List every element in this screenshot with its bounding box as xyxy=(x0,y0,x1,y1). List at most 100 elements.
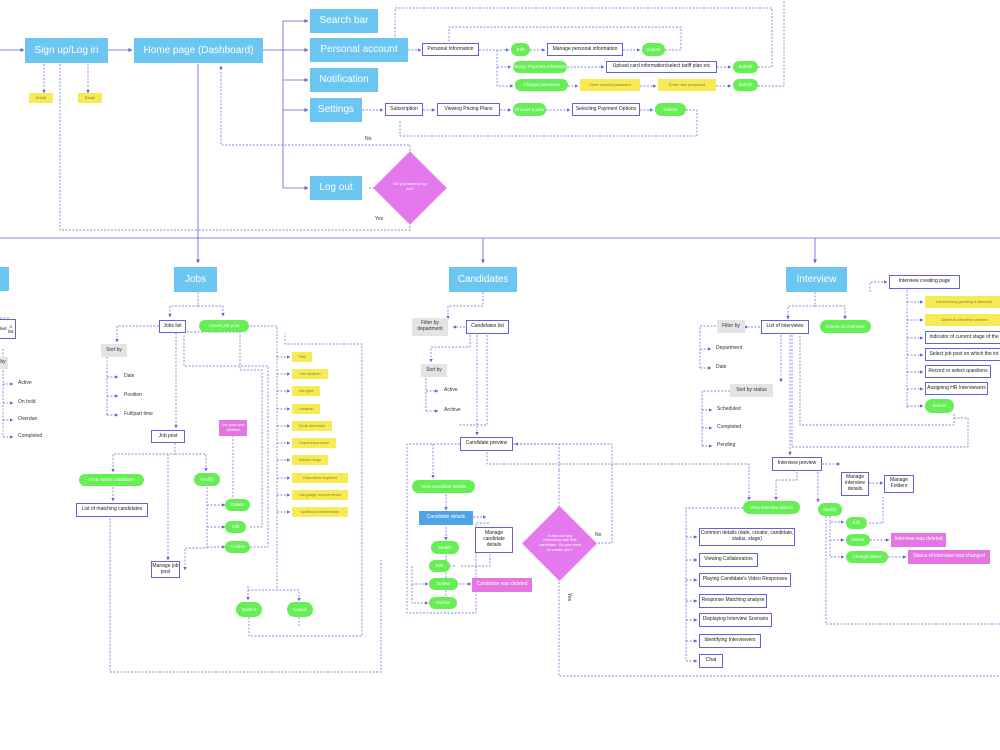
interview-assigning-node: Assigning HR Interviewers xyxy=(925,382,988,395)
jobs-archive-button: Archive xyxy=(225,541,250,553)
candidate-preview-node: Candidate preview xyxy=(460,437,513,451)
logout-node: Log out xyxy=(310,176,362,200)
candidates-header: Candidates xyxy=(449,267,517,292)
interview-edit-button: Edit xyxy=(846,517,867,529)
left-on-hold-label: On hold xyxy=(18,399,36,406)
left-overdue-label: Overdue xyxy=(18,416,38,423)
change-status-button: Change status xyxy=(846,551,888,563)
jobs-position-label: Position xyxy=(124,392,142,399)
candidates-yes-label: Yes xyxy=(565,593,572,602)
left-completed-label: Completed xyxy=(18,433,43,440)
candidates-active-label: Active xyxy=(444,387,458,394)
choose-plan-button: Choose a plan xyxy=(513,103,546,116)
candidates-list-node: Candidates list xyxy=(466,320,509,334)
logout-question-text: Do you want to log out? xyxy=(393,181,427,191)
candidates-modify-button: Modify xyxy=(431,541,459,554)
settings-node: Settings xyxy=(310,98,362,122)
interview-date-label: Date xyxy=(716,364,727,371)
job-field-0: Title xyxy=(292,352,312,362)
jobs-header: Jobs xyxy=(174,267,217,292)
candidates-archive-label: Archive xyxy=(444,407,461,414)
search-bar-node: Search bar xyxy=(310,9,378,33)
interview-department-label: Department xyxy=(716,345,743,352)
interview-delete-button: Delete xyxy=(846,534,870,546)
viewing-collaborators-node: Viewing Collaborators xyxy=(699,553,758,567)
home-dashboard-node: Home page (Dashboard) xyxy=(134,38,263,63)
email-node-2: Email xyxy=(78,93,102,103)
email-node-1: Email xyxy=(29,93,53,103)
subscription-node: Subscription xyxy=(385,103,423,116)
payment-options-node: Selecting Payment Options xyxy=(572,103,640,116)
interview-indicator-node: Indicator of current stage of the xyxy=(925,331,1000,344)
candidates-no-label: No xyxy=(595,532,602,539)
left-list-line2: o list xyxy=(8,323,14,334)
interview-scheduled-label: Scheduled xyxy=(717,406,741,413)
left-list-line1: alled xyxy=(0,326,7,332)
left-active-label: Active xyxy=(18,380,32,387)
manage-folders-node: Manage Folders xyxy=(884,475,914,493)
submit-button-2: Submit xyxy=(733,61,758,73)
identifying-interviewers-node: Identifying Interviewers xyxy=(699,634,761,648)
left-section-header xyxy=(0,267,9,291)
interview-modify-button: Modify xyxy=(818,503,842,516)
view-match-candidates-button: View match candidates xyxy=(79,474,144,486)
candidates-sort-by-node: Sort by xyxy=(421,364,447,377)
enter-new-password-node: Enter new password xyxy=(658,79,716,91)
job-field-6: Salary range xyxy=(292,455,328,465)
notification-node: Notification xyxy=(310,68,378,92)
view-candidate-details-button: View candidate details xyxy=(412,480,475,493)
candidate-details-node: Candidate details xyxy=(419,511,473,525)
jobs-fullpart-label: Full/part time xyxy=(124,411,153,418)
job-post-node: Job post xyxy=(151,430,185,443)
interview-sort-status-node: Sort by status xyxy=(730,384,773,397)
job-field-7: Education required xyxy=(292,473,348,483)
personal-information-node: Personal Information xyxy=(422,43,479,56)
manage-interview-details-node: Manage interview details xyxy=(841,472,869,496)
candidates-archive-button: Archive xyxy=(429,597,457,609)
change-password-button: Change password xyxy=(515,79,568,91)
interview-record-questions-node: Record or select questions xyxy=(925,365,991,378)
job-post-deleted-node: Job post was deleted xyxy=(219,420,247,436)
manage-job-post-node: Manage job post xyxy=(151,561,180,578)
jobs-submit-button: Submit xyxy=(236,602,262,617)
job-field-3: Location xyxy=(292,404,320,414)
create-interview-question-text: It was not any interviews with this cand… xyxy=(539,532,581,552)
signup-login-node: Sign up/Log in xyxy=(25,38,108,63)
jobs-delete-button: Delete xyxy=(225,499,250,511)
interview-header: Interview xyxy=(786,267,847,292)
jobs-list-node: Jobs list xyxy=(159,320,186,333)
jobs-sort-by-node: Sort by xyxy=(101,344,127,357)
viewing-pricing-plans-node: Viewing Pricing Plans xyxy=(437,103,500,116)
edit-button: Edit xyxy=(511,43,530,56)
create-interview-button: Create an interview xyxy=(820,320,871,333)
candidates-edit-button: Edit xyxy=(429,560,450,572)
interview-completed-label: Completed xyxy=(717,424,742,431)
list-matching-candidates-node: List of matching candidates xyxy=(76,503,148,517)
job-field-1: Job location xyxy=(292,369,328,379)
candidate-deleted-node: Candidate was deleted xyxy=(472,578,532,592)
manage-payment-button: Manage Payment information xyxy=(513,61,567,73)
jobs-cancel-button: Cancel xyxy=(287,602,313,617)
common-details-node: Common details (date, creator, candidate… xyxy=(699,528,795,546)
response-matching-node: Response Matching analyse xyxy=(699,594,767,608)
candidates-delete-button: Delete xyxy=(429,578,458,590)
interview-filter-node: Filter by xyxy=(717,320,745,333)
job-field-9: Additional information xyxy=(292,507,348,517)
left-sort-node: by xyxy=(0,357,8,369)
submit-button-1: Submit xyxy=(642,43,665,56)
left-list-node: alled o list xyxy=(0,319,16,339)
interview-submit-button: Submit xyxy=(925,399,954,413)
interview-field-greeting: Introductory greeting & descript xyxy=(925,296,1000,308)
upload-card-node: Upload card information/select tariff pl… xyxy=(606,61,717,73)
no-label: No xyxy=(365,136,372,143)
interview-scenario-node: Displaying Interview Scenario xyxy=(699,613,772,627)
settings-submit-button: Submit xyxy=(655,103,686,116)
job-field-8: Language requirements xyxy=(292,490,348,500)
interview-preview-node: Interview preview xyxy=(772,457,822,471)
interview-select-job-node: Select job post on which the int xyxy=(925,348,1000,361)
personal-account-node: Personal account xyxy=(310,38,408,62)
status-changed-node: Status of interview was changed xyxy=(908,550,990,564)
interview-creating-page-node: Interview creating page xyxy=(889,275,960,289)
